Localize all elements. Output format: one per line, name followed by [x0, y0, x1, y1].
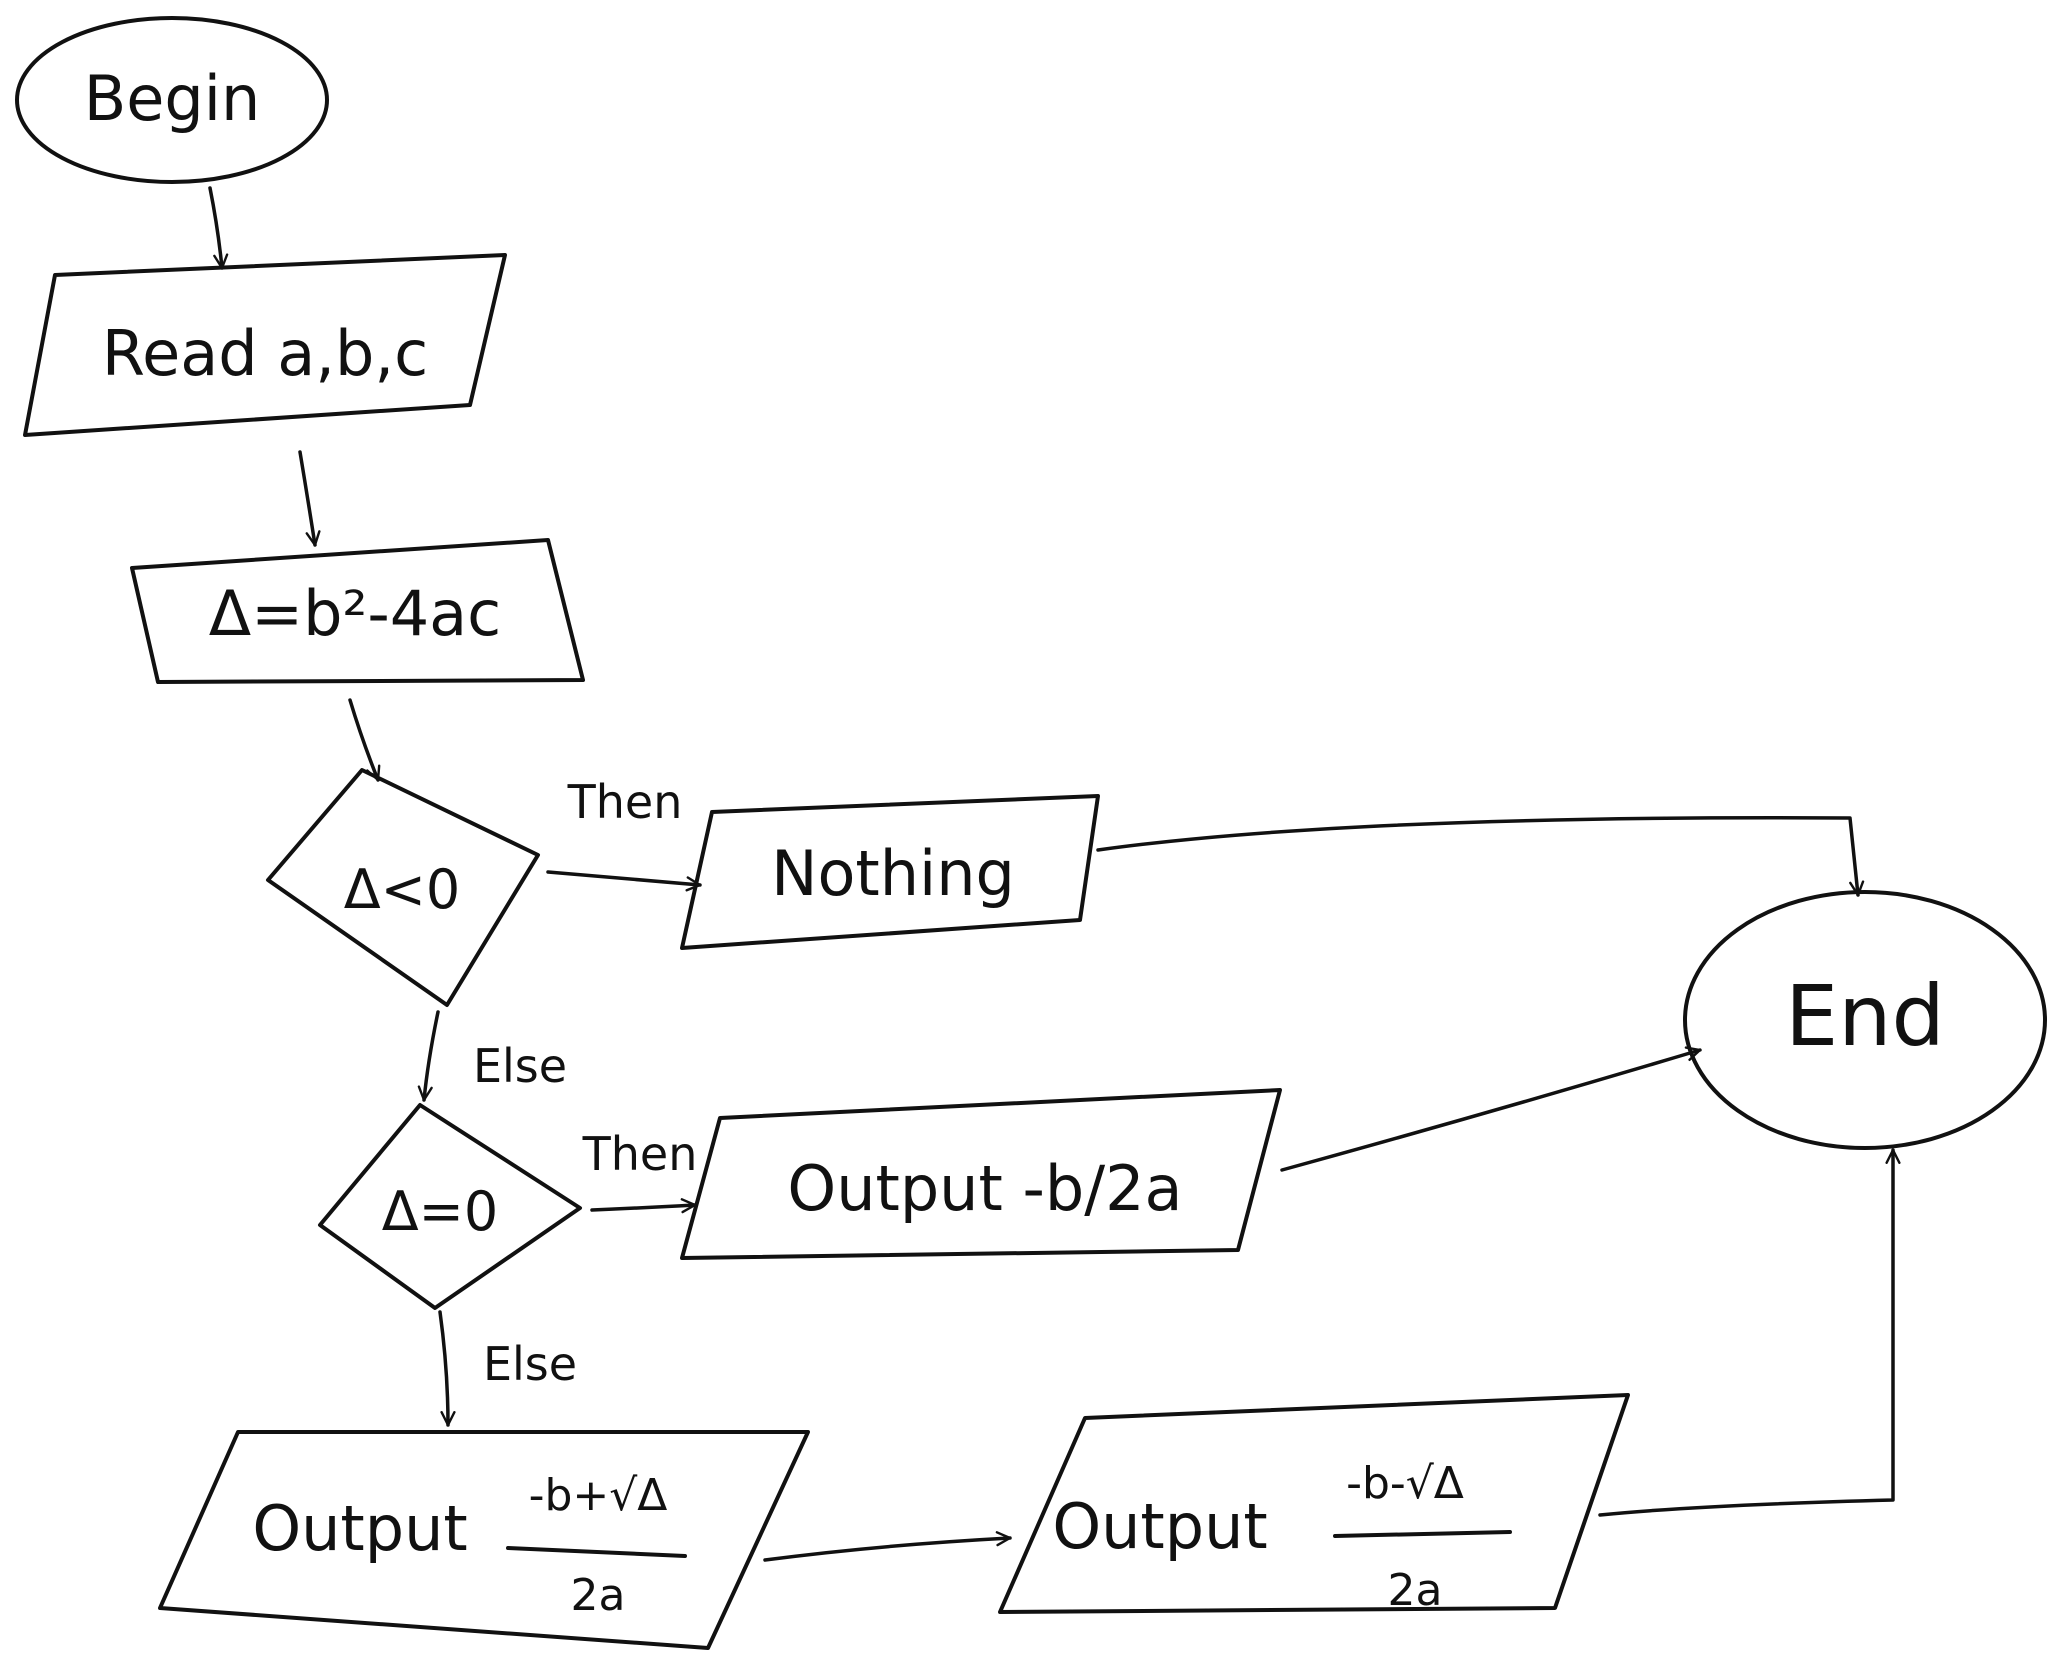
condition-zero-label: Δ=0	[382, 1180, 499, 1243]
condition-zero-diamond: Δ=0	[318, 1103, 582, 1310]
edge-nothing-to-end	[1096, 816, 1865, 897]
begin-terminal: Begin	[15, 16, 329, 184]
edge-negative-to-nothing	[546, 870, 702, 892]
root1-numerator: -b+√Δ	[529, 1470, 668, 1521]
root1-fraction-bar	[506, 1546, 687, 1558]
condition-negative-label: Δ<0	[344, 858, 461, 921]
edge-root2-to-end	[1598, 1148, 1901, 1517]
edge-begin-to-read	[208, 186, 229, 270]
edge-root1-to-root2	[763, 1531, 1012, 1562]
nothing-output-box: Nothing	[680, 794, 1100, 950]
delta-process-label: Δ=b²-4ac	[209, 577, 501, 650]
condition-negative-diamond: Δ<0	[266, 768, 540, 1007]
edge-label-else-2: Else	[483, 1337, 577, 1391]
read-input-label: Read a,b,c	[102, 317, 428, 390]
end-terminal: End	[1683, 890, 2047, 1150]
root2-fraction-bar	[1333, 1530, 1512, 1538]
nothing-output-label: Nothing	[771, 837, 1015, 910]
edge-delta-to-negative	[348, 698, 381, 782]
edge-zero-to-root1	[438, 1310, 456, 1427]
root1-output-box: Output -b+√Δ 2a	[158, 1430, 810, 1650]
root2-output-prefix: Output	[1052, 1490, 1267, 1563]
edge-label-else-1: Else	[473, 1039, 567, 1093]
edge-zero-to-single	[590, 1198, 697, 1214]
edge-single-to-end	[1280, 1046, 1702, 1172]
edge-label-then-1: Then	[567, 775, 683, 829]
single-root-output-box: Output -b/2a	[680, 1088, 1282, 1260]
begin-label: Begin	[84, 62, 261, 135]
root1-denominator: 2a	[571, 1570, 626, 1621]
delta-process-box: Δ=b²-4ac	[130, 538, 585, 684]
single-root-output-label: Output -b/2a	[787, 1152, 1182, 1225]
root1-output-prefix: Output	[252, 1492, 467, 1565]
read-input-box: Read a,b,c	[23, 253, 507, 437]
root2-denominator: 2a	[1388, 1565, 1443, 1616]
edge-read-to-delta	[298, 450, 321, 547]
edge-label-then-2: Then	[582, 1127, 698, 1181]
root2-output-box: Output -b-√Δ 2a	[998, 1393, 1630, 1616]
root2-numerator: -b-√Δ	[1346, 1458, 1464, 1509]
end-label: End	[1785, 967, 1945, 1065]
edge-negative-to-zero	[417, 1010, 440, 1102]
